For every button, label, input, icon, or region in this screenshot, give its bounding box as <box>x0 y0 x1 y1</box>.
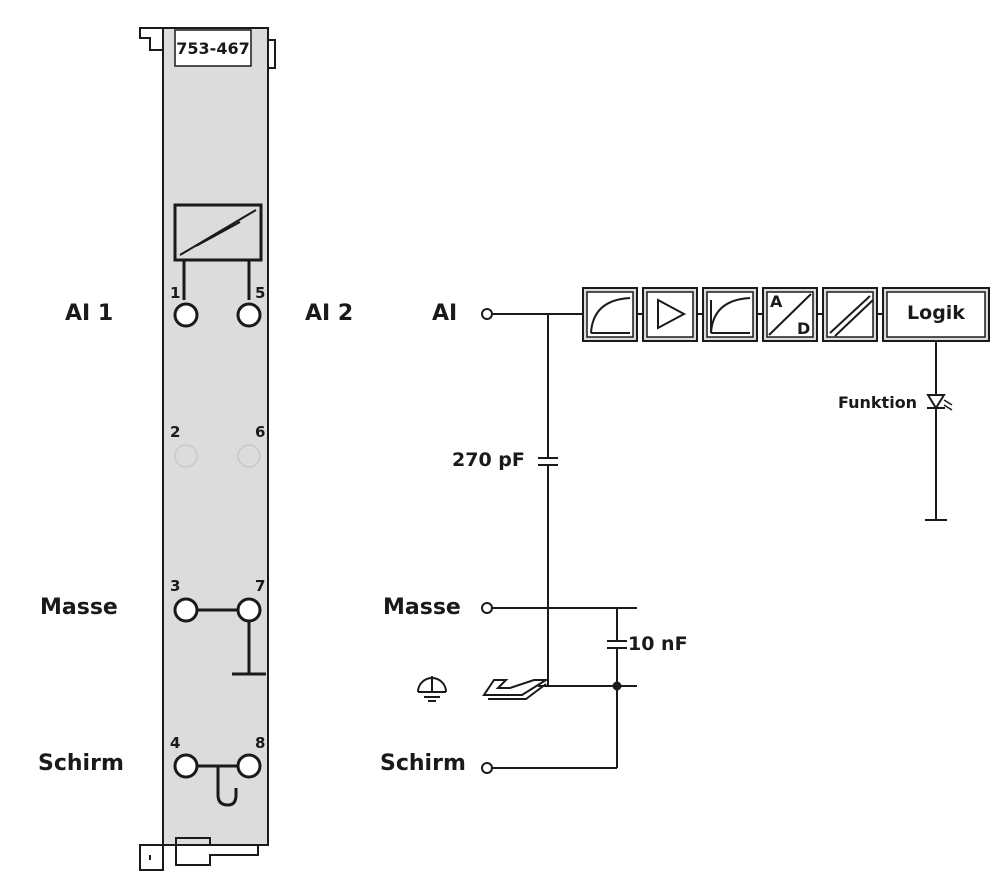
pin-6-terminal[interactable] <box>237 444 261 468</box>
isolation-block <box>822 287 878 342</box>
label-schirm-left: Schirm <box>38 751 124 776</box>
led-icon <box>926 394 953 411</box>
pin-8-label: 8 <box>255 734 265 752</box>
filter-block-2 <box>702 287 758 342</box>
pin-7-label: 7 <box>255 577 265 595</box>
pin-3-label: 3 <box>170 577 180 595</box>
ad-letter-a: A <box>770 292 783 311</box>
label-ai1: AI 1 <box>65 301 113 326</box>
pin-4-terminal[interactable] <box>173 753 199 779</box>
part-number-label: 753-467 <box>174 29 252 67</box>
filter-block-1 <box>582 287 638 342</box>
label-10nf: 10 nF <box>628 633 688 655</box>
part-number-text: 753-467 <box>176 39 249 58</box>
pin-4-label: 4 <box>170 734 180 752</box>
pin-6-label: 6 <box>255 423 265 441</box>
pin-5-terminal[interactable] <box>236 302 262 328</box>
logic-label: Logik <box>907 302 965 324</box>
pin-8-terminal[interactable] <box>236 753 262 779</box>
label-ai-input: AI <box>432 301 457 326</box>
ai-terminal[interactable] <box>481 308 493 320</box>
amplifier-block <box>642 287 698 342</box>
logic-block: Logik <box>882 287 990 342</box>
pin-2-label: 2 <box>170 423 180 441</box>
label-funktion: Funktion <box>838 393 917 412</box>
junction-dot <box>612 681 622 691</box>
label-ai2: AI 2 <box>305 301 353 326</box>
masse-terminal[interactable] <box>481 602 493 614</box>
ad-letter-d: D <box>797 319 810 338</box>
schirm-terminal[interactable] <box>481 762 493 774</box>
label-270pf: 270 pF <box>452 449 525 471</box>
pin-7-terminal[interactable] <box>236 597 262 623</box>
din-rail-icon <box>482 679 550 700</box>
protective-earth-icon <box>417 676 447 702</box>
pin-2-terminal[interactable] <box>174 444 198 468</box>
pin-1-label: 1 <box>170 284 180 302</box>
converter-symbol <box>173 203 263 300</box>
pin-3-terminal[interactable] <box>173 597 199 623</box>
label-masse-left: Masse <box>40 595 118 620</box>
pin-1-terminal[interactable] <box>173 302 199 328</box>
ad-converter-block: A D <box>762 287 818 342</box>
pin-5-label: 5 <box>255 284 265 302</box>
label-masse-schematic: Masse <box>383 595 461 620</box>
label-schirm-schematic: Schirm <box>380 751 466 776</box>
